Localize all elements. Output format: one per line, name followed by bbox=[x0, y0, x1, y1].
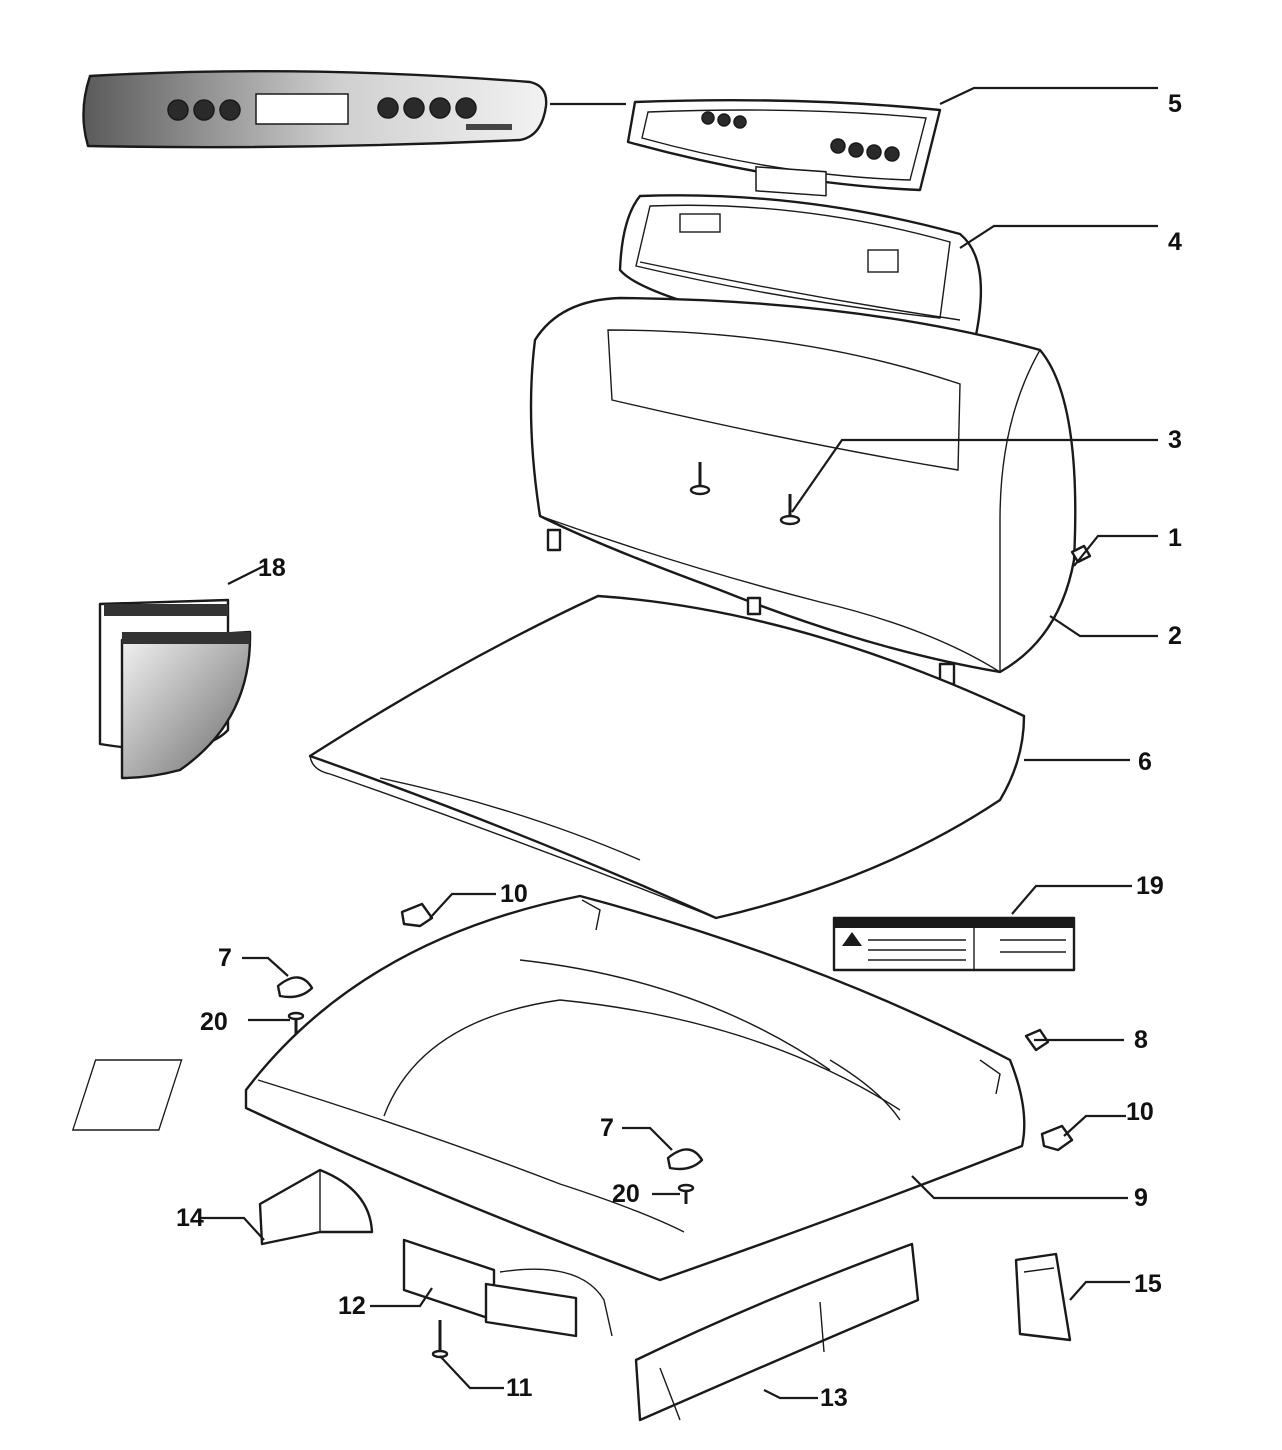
bracket-14 bbox=[258, 1168, 374, 1246]
callout-20-right: 20 bbox=[612, 1180, 640, 1208]
callout-labels: 5 4 3 1 2 6 19 8 10 9 15 18 10 7 20 7 20… bbox=[176, 90, 1182, 1412]
warning-label bbox=[832, 916, 1076, 972]
screw-20-left bbox=[287, 1011, 305, 1034]
callout-13: 13 bbox=[820, 1384, 848, 1412]
callout-14: 14 bbox=[176, 1204, 204, 1232]
callout-4: 4 bbox=[1168, 228, 1182, 256]
callout-18: 18 bbox=[258, 554, 286, 582]
screw-11 bbox=[431, 1320, 449, 1359]
control-panel-overlay bbox=[82, 70, 548, 149]
callout-2: 2 bbox=[1168, 622, 1182, 650]
callout-9: 9 bbox=[1134, 1184, 1148, 1212]
callout-11: 11 bbox=[506, 1374, 533, 1402]
callout-3: 3 bbox=[1168, 426, 1182, 454]
control-panel-frame bbox=[626, 99, 942, 197]
front-trim-13 bbox=[634, 1242, 920, 1422]
callout-1: 1 bbox=[1168, 524, 1182, 552]
callout-10-right: 10 bbox=[1126, 1098, 1154, 1126]
screw-20-right bbox=[677, 1183, 695, 1204]
callout-6: 6 bbox=[1138, 748, 1152, 776]
callout-15: 15 bbox=[1134, 1270, 1162, 1298]
leader-lines bbox=[200, 86, 1158, 1400]
hinge-part-10-right bbox=[1040, 1124, 1074, 1152]
callout-20-left: 20 bbox=[200, 1008, 228, 1036]
washer-lid bbox=[308, 594, 1026, 920]
callout-19: 19 bbox=[1136, 872, 1164, 900]
console-screws bbox=[689, 462, 801, 526]
callout-5: 5 bbox=[1168, 90, 1182, 118]
owner-manuals bbox=[98, 598, 252, 780]
hinge-part-10-left bbox=[400, 902, 434, 928]
cap-7-left bbox=[276, 976, 314, 999]
callout-10-left: 10 bbox=[500, 880, 528, 908]
callout-12: 12 bbox=[338, 1292, 366, 1320]
console-back-panel bbox=[529, 296, 1077, 686]
top-cover bbox=[71, 894, 1026, 1282]
cap-7-right bbox=[666, 1148, 704, 1171]
lid-switch-assembly bbox=[402, 1238, 613, 1338]
booklet-15 bbox=[1014, 1252, 1072, 1342]
callout-7-left: 7 bbox=[218, 944, 232, 972]
callout-7-right: 7 bbox=[600, 1114, 614, 1142]
callout-8: 8 bbox=[1134, 1026, 1148, 1054]
